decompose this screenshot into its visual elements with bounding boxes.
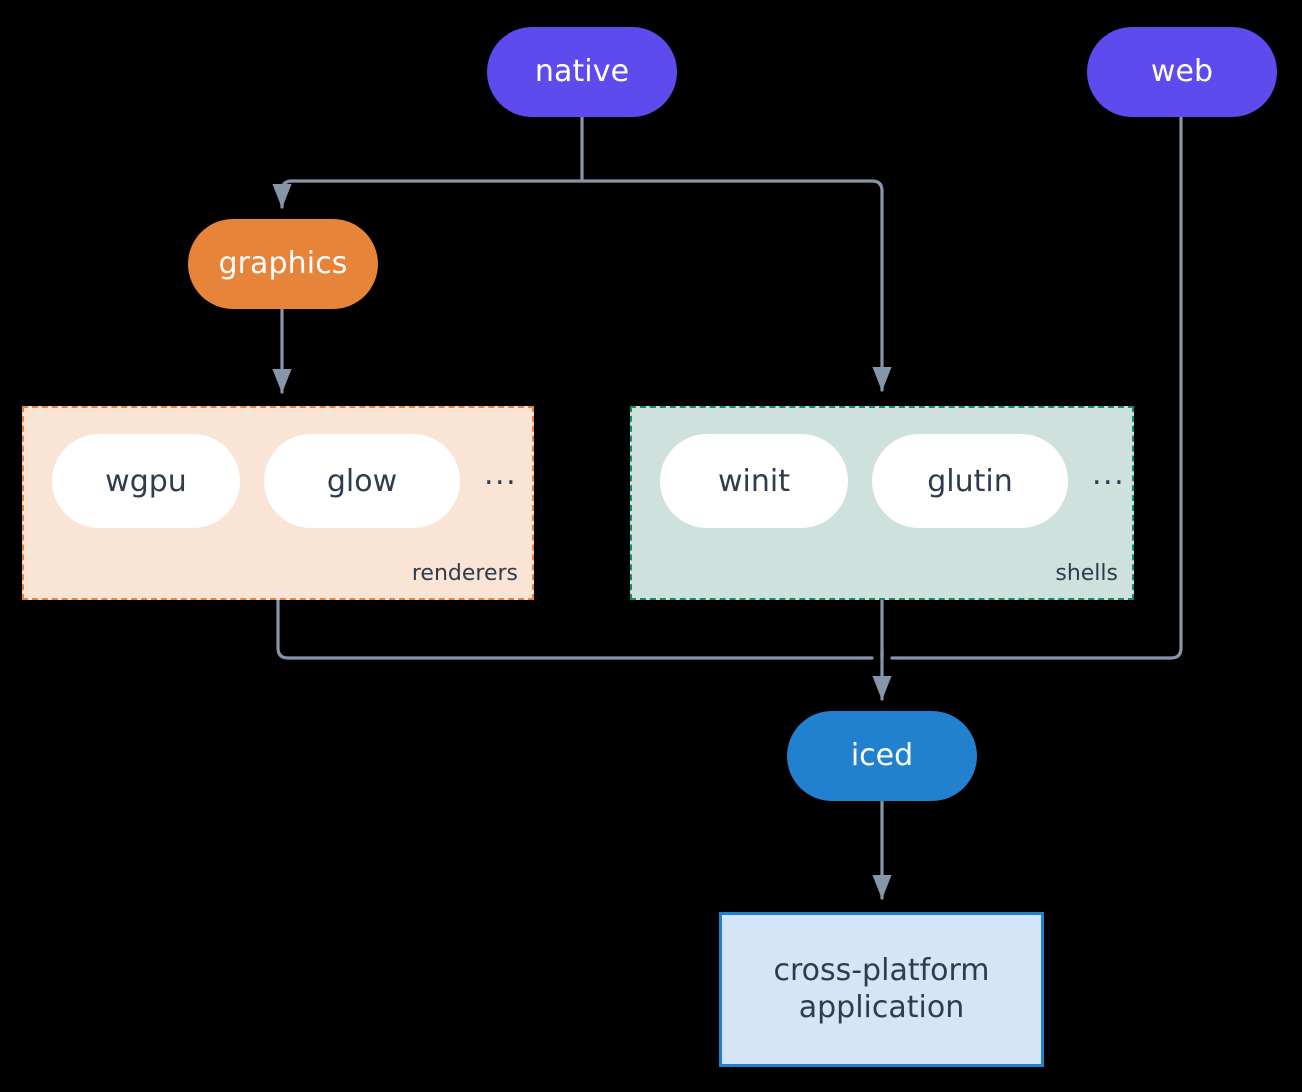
chip-wgpu-label: wgpu (105, 463, 187, 499)
chip-glow[interactable]: glow (264, 434, 460, 528)
node-iced[interactable]: iced (787, 711, 977, 801)
shells-overflow-ellipsis: ... (1092, 457, 1126, 492)
edge-native-to-graphics (272, 179, 584, 209)
node-web[interactable]: web (1087, 27, 1277, 117)
node-graphics[interactable]: graphics (188, 219, 378, 309)
node-iced-label: iced (850, 737, 914, 773)
edge-renderers-to-iced (276, 598, 874, 660)
node-graphics-label: graphics (218, 245, 348, 281)
node-native-label: native (534, 53, 630, 89)
chip-glow-label: glow (326, 463, 398, 499)
node-web-label: web (1150, 53, 1214, 89)
group-renderers[interactable]: wgpu glow ... renderers (22, 406, 534, 600)
renderers-chip-list: wgpu glow ... (52, 434, 517, 528)
chip-glutin-label: glutin (927, 463, 1013, 499)
node-native[interactable]: native (487, 27, 677, 117)
renderers-overflow-ellipsis: ... (484, 457, 518, 492)
chip-wgpu[interactable]: wgpu (52, 434, 240, 528)
group-shells-label: shells (1055, 561, 1118, 586)
group-renderers-label: renderers (411, 561, 518, 586)
group-shells[interactable]: winit glutin ... shells (630, 406, 1134, 600)
shells-chip-list: winit glutin ... (660, 434, 1125, 528)
application-label-line2: application (798, 989, 965, 1025)
edge-native-to-shells (580, 179, 892, 392)
chip-glutin[interactable]: glutin (872, 434, 1068, 528)
application-label-line1: cross-platform (773, 952, 990, 988)
chip-winit-label: winit (718, 463, 790, 499)
node-cross-platform-application[interactable]: cross-platform application (719, 912, 1044, 1067)
chip-winit[interactable]: winit (660, 434, 848, 528)
